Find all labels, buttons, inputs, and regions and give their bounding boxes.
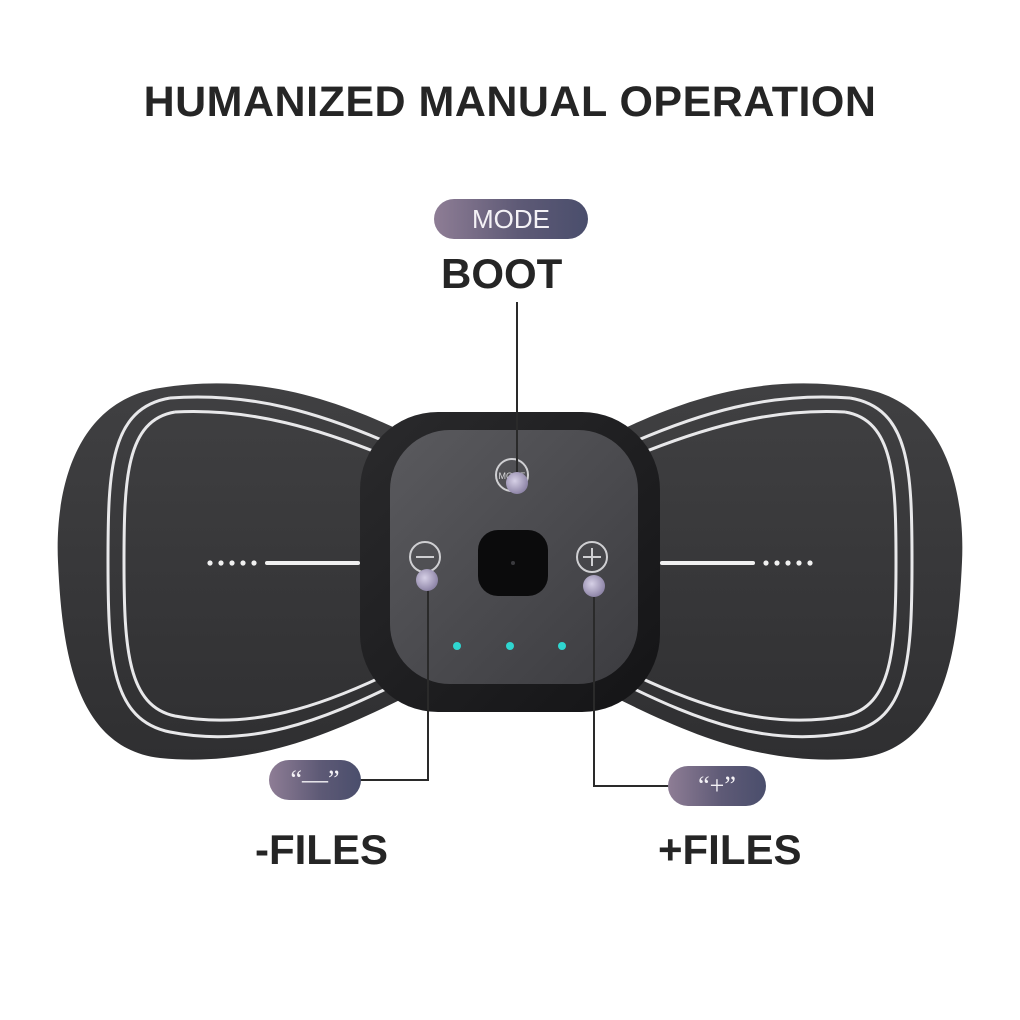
callout-leader-lines bbox=[360, 302, 670, 787]
pad-dot-line-right bbox=[660, 560, 813, 566]
indicator-lights bbox=[453, 642, 566, 650]
indicator-light bbox=[453, 642, 461, 650]
mode-touch-dot bbox=[506, 472, 528, 494]
indicator-light bbox=[558, 642, 566, 650]
indicator-light bbox=[506, 642, 514, 650]
plus-callout-pill: “+” bbox=[668, 766, 766, 806]
mode-callout-pill: MODE bbox=[434, 199, 588, 239]
headline: HUMANIZED MANUAL OPERATION bbox=[143, 78, 877, 126]
power-button-dot bbox=[511, 561, 515, 565]
pad-contour-inner bbox=[122, 410, 898, 722]
plus-files-label: +FILES bbox=[658, 826, 802, 873]
plus-touch-dot bbox=[583, 575, 605, 597]
boot-label: BOOT bbox=[441, 250, 563, 297]
plus-button[interactable] bbox=[576, 541, 608, 573]
minus-touch-dot bbox=[416, 569, 438, 591]
pad-dot-line-left bbox=[207, 560, 360, 566]
pad-contour-outer bbox=[106, 395, 914, 739]
minus-files-label: -FILES bbox=[255, 826, 388, 873]
minus-callout-pill: “—” bbox=[269, 760, 361, 800]
